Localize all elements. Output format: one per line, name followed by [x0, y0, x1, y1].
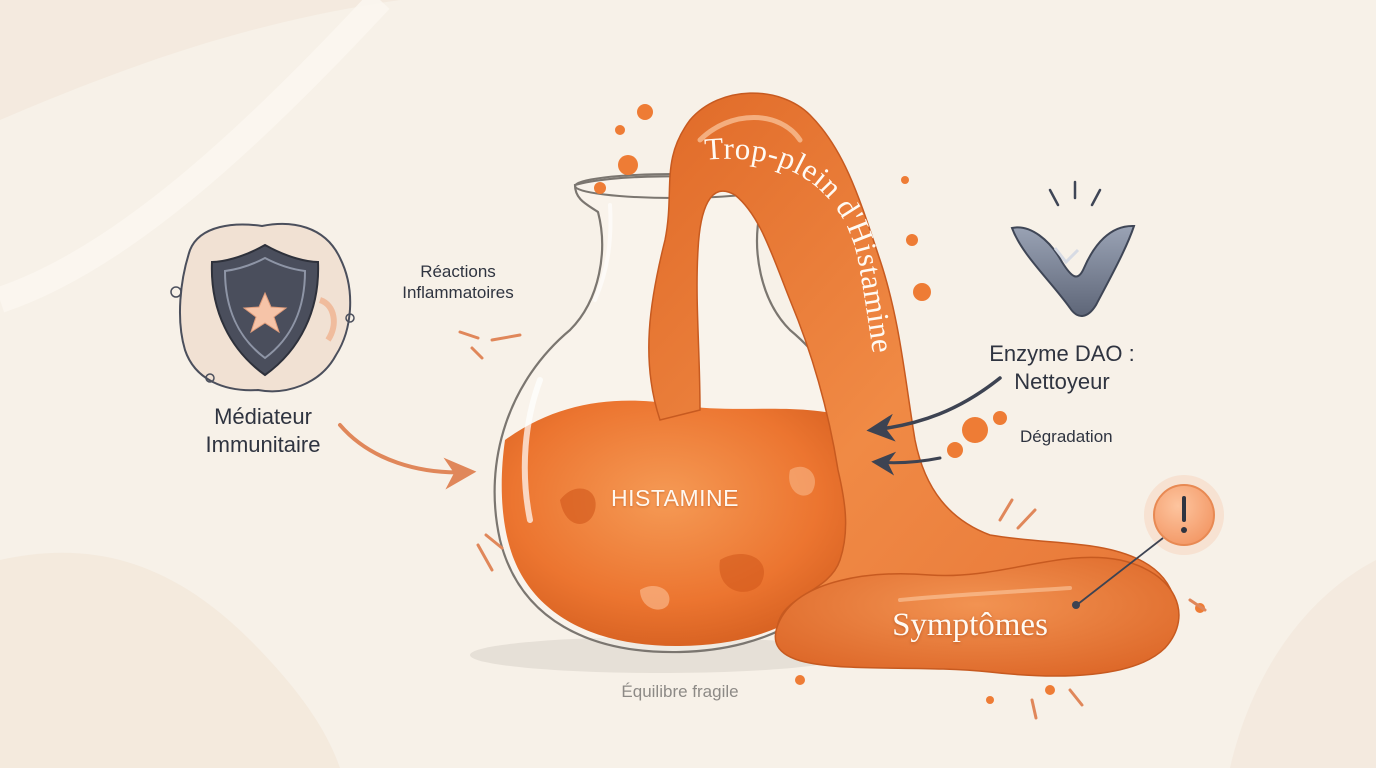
equilibre-fragile-label: Équilibre fragile [621, 682, 739, 701]
reactions-inflammatoires-label: Réactions Inflammatoires [372, 261, 544, 304]
degradation-arrow [871, 451, 942, 476]
reactions-line-2: Inflammatoires [402, 283, 514, 303]
reactions-line-1: Réactions [420, 262, 496, 281]
enzyme-arrow [866, 376, 1002, 442]
scissors-v-icon [1010, 180, 1136, 317]
mediateur-arrow [338, 423, 477, 490]
enzyme-line-1: Enzyme DAO : [989, 341, 1135, 366]
symptomes-label: Symptômes [892, 607, 1048, 643]
degradation-label: Dégradation [1020, 427, 1113, 446]
overflow-stream [594, 92, 1205, 704]
exclamation-warning-icon [1072, 475, 1224, 609]
mediateur-line-1: Médiateur [214, 404, 312, 429]
enzyme-dao-label: Enzyme DAO : Nettoyeur [962, 340, 1162, 395]
histamine-label: HISTAMINE [610, 485, 740, 511]
mediateur-line-2: Immunitaire [205, 431, 321, 457]
mediateur-immunitaire-label: Médiateur Immunitaire [178, 403, 348, 458]
accent-strokes [458, 330, 1207, 720]
shield-star-icon [170, 222, 355, 393]
enzyme-line-2: Nettoyeur [1014, 368, 1110, 394]
arrows [338, 376, 1002, 490]
